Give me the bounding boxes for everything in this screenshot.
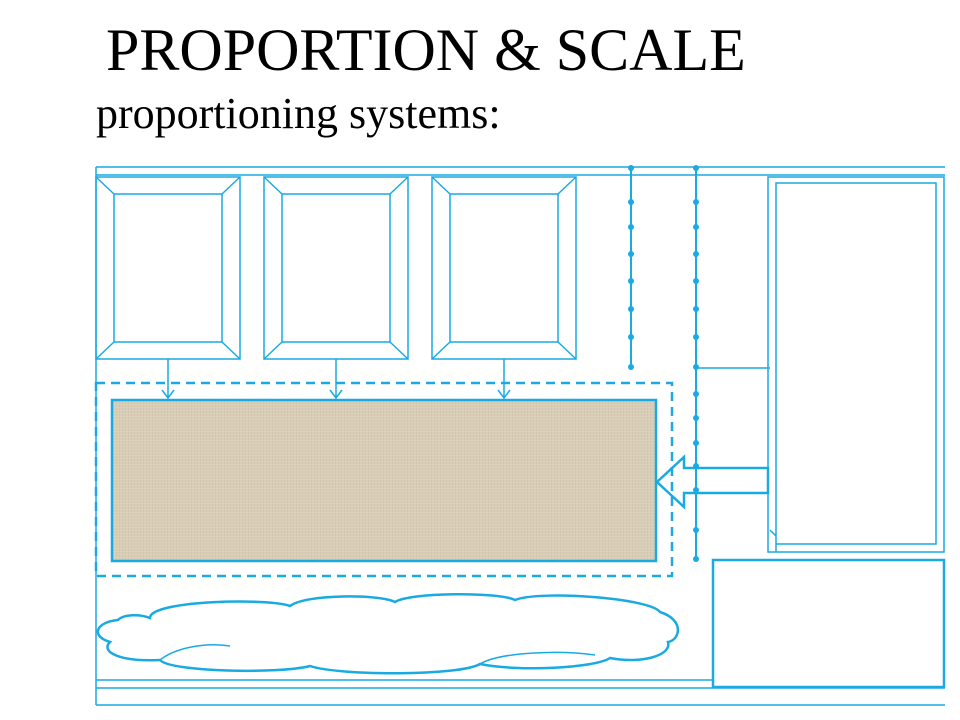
picture-frame-2	[263, 176, 409, 360]
rug	[110, 398, 658, 563]
dotted-guideline-2	[693, 165, 699, 562]
dashed-bounding-box	[94, 381, 674, 578]
picture-frame-1	[95, 176, 241, 360]
down-arrow-3	[497, 359, 511, 400]
cloud-shape	[96, 593, 680, 675]
down-arrow-2	[329, 359, 343, 400]
cabinet	[711, 558, 946, 689]
slide-subtitle: proportioning systems:	[96, 89, 501, 138]
picture-frame-3	[431, 176, 577, 360]
cloud-inner-curve	[159, 644, 596, 665]
left-block-arrow	[655, 454, 770, 510]
door	[767, 176, 945, 553]
down-arrow-1	[161, 359, 175, 400]
slide-title: PROPORTION & SCALE	[106, 17, 746, 83]
dotted-guideline-1	[628, 165, 634, 370]
